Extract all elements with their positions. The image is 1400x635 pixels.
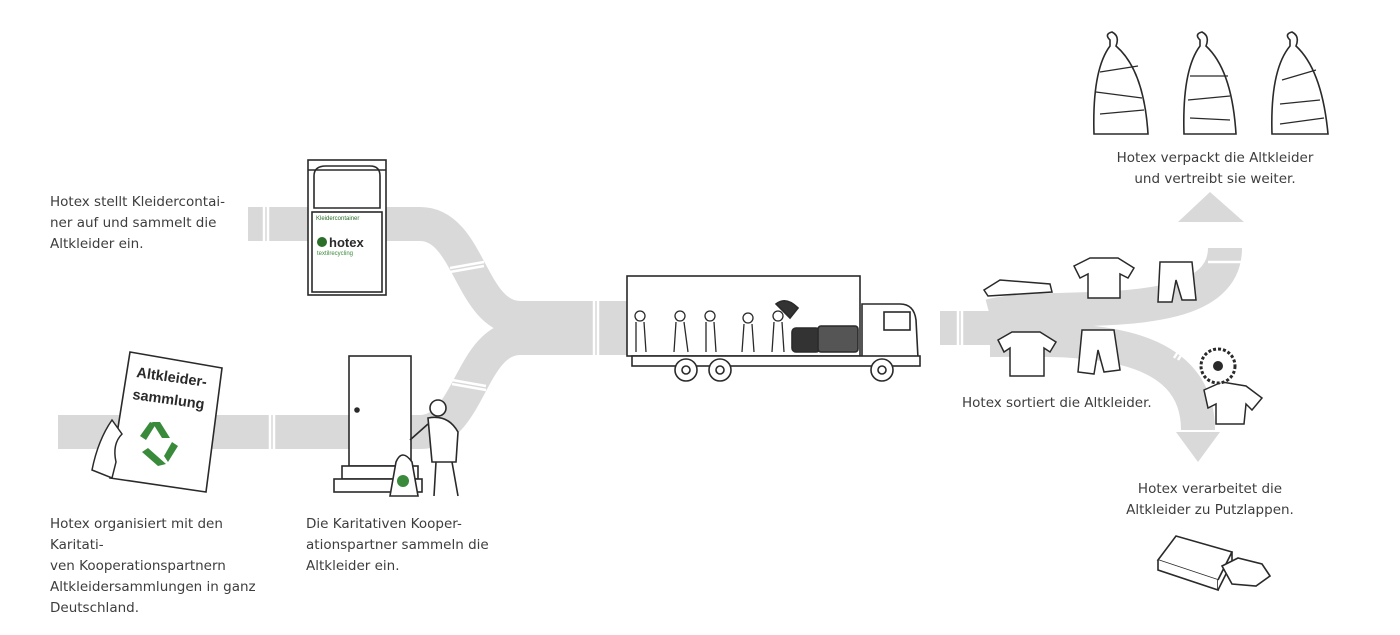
pants-stained-icon	[1077, 329, 1121, 375]
sorted-clothes-illustration	[982, 257, 1264, 425]
bag-icon	[1271, 31, 1329, 135]
bag-icon	[1093, 31, 1149, 135]
door-collection-illustration	[333, 355, 459, 497]
folded-cloth-icon	[982, 279, 1053, 297]
tshirt-stained-icon	[997, 331, 1058, 377]
container-brand-sub: textilrecycling	[317, 251, 353, 257]
flyer-illustration: Altkleider- sammlung	[91, 351, 223, 493]
arrow-down-icon	[1176, 432, 1220, 462]
bag-recycle-icon	[397, 475, 409, 487]
caption-sort-step: Hotex sortiert die Altkleider.	[962, 395, 1152, 411]
pipe-pack-branch	[985, 246, 1242, 333]
caption-partners-step: Die Karitativen Kooper- ationspartner sa…	[306, 516, 489, 574]
clothing-bales-icon	[774, 300, 859, 353]
hand-icon	[91, 418, 123, 480]
clothing-container-illustration: Kleidercontainer hotex textilrecycling	[307, 159, 387, 296]
packed-bags-illustration	[1093, 31, 1329, 135]
shirt-damaged-icon	[1203, 381, 1264, 425]
recycle-icon	[140, 422, 178, 466]
rags-box-illustration	[1156, 535, 1272, 592]
bag-icon	[1183, 31, 1237, 135]
arrow-up-icon	[1178, 192, 1244, 222]
workers-icon	[634, 310, 785, 353]
container-brand: hotex	[329, 235, 364, 250]
caption-container-step: Hotex stellt Kleidercontai- ner auf und …	[50, 194, 225, 252]
pipe-dividers	[262, 207, 1242, 449]
saw-blade-icon	[1199, 347, 1237, 385]
tshirt-icon	[1072, 257, 1136, 299]
caption-pack-step: Hotex verpackt die Altkleider und vertre…	[1116, 150, 1314, 187]
caption-organize-step: Hotex organisiert mit den Karitati- ven …	[50, 516, 256, 616]
container-label: Kleidercontainer	[316, 216, 359, 222]
pipe-container-branch	[248, 207, 630, 335]
rags-icon	[1220, 557, 1272, 587]
caption-rags-step: Hotex verarbeitet die Altkleider zu Putz…	[1126, 481, 1294, 518]
truck-illustration	[626, 275, 921, 382]
shorts-icon	[1157, 261, 1197, 303]
hotex-logo-icon	[317, 237, 327, 247]
